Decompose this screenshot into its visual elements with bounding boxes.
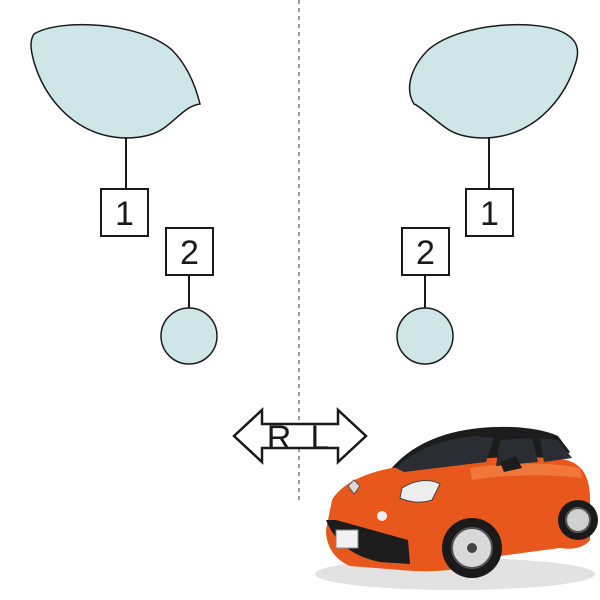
car-front-wheel-hub [467,543,477,553]
double-arrow-outline [232,407,368,465]
car-logo [347,479,361,495]
car-headlight [399,480,441,503]
car-side-mirror [500,456,522,472]
direction-left-letter: L [311,419,330,457]
right-blindspot-label: 2 [416,234,435,272]
car-side-window-front [496,438,538,466]
car-license-plate [335,529,359,549]
left-mirror-group: 1 2 [30,23,218,365]
right-mirror-label: 1 [480,195,499,233]
left-blindspot-label-box [165,227,214,276]
right-main-mirror-glass [408,23,579,139]
direction-right-letter: R [267,419,292,457]
right-mirror-label-box [465,188,514,237]
left-mirror-label-box [100,188,149,237]
left-mirror-label: 1 [115,195,134,233]
car-side-highlight [470,463,582,480]
right-blindspot-mirror-glass [396,307,454,365]
left-blindspot-mirror-glass [160,307,218,365]
left-blindspot-label: 2 [180,234,199,272]
car-illustration [315,426,598,590]
right-mirror-group: 1 2 [396,23,579,365]
car-rear-wheel-rim [565,507,591,533]
car-fog-light [377,511,387,521]
left-main-mirror-glass [30,23,201,139]
car-side-window-rear [540,438,572,462]
car-windshield [396,436,494,472]
direction-arrow: R L [232,407,368,465]
